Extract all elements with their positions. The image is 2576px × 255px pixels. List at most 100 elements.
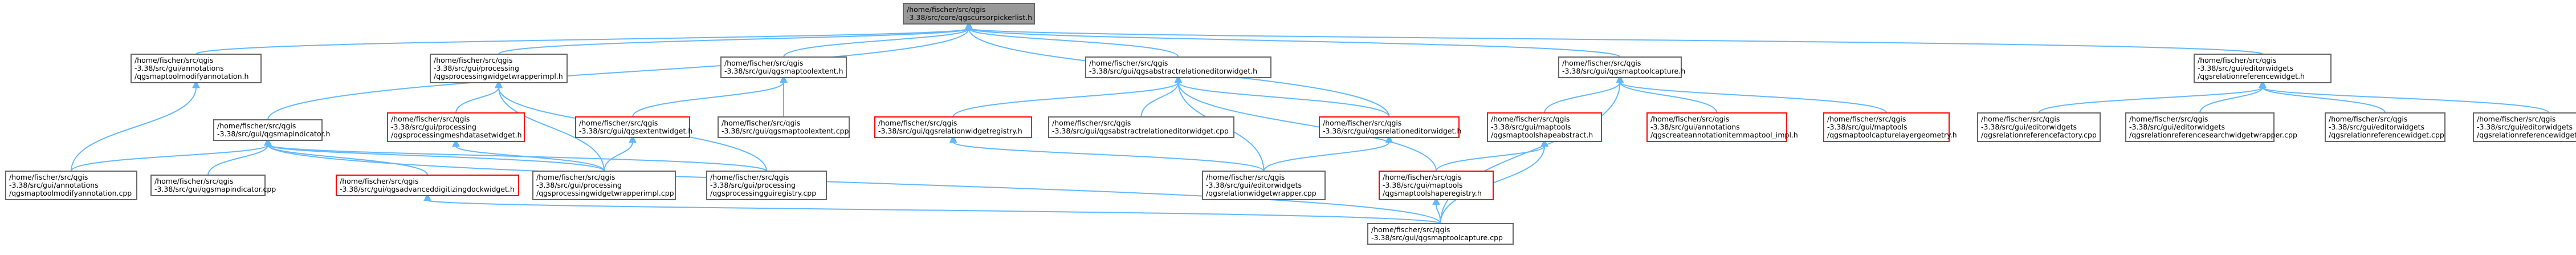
graph-node[interactable]: /home/fischer/src/qgis-3.38/src/gui/proc… [706, 171, 827, 200]
node-label-line: -3.38/src/gui/qgsmaptoolcapture.cpp [1371, 233, 1503, 242]
node-label-line: -3.38/src/gui/qgsextentwidget.h [579, 127, 692, 135]
graph-node[interactable]: /home/fischer/src/qgis-3.38/src/gui/qgse… [575, 116, 692, 138]
node-box [131, 54, 262, 83]
node-label-line: /qgsprocessingmeshdatasetwidget.h [391, 131, 522, 139]
node-label-line: /home/fischer/src/qgis [536, 173, 615, 181]
root-node[interactable]: /home/fischer/src/qgis-3.38/src/core/qgs… [903, 3, 1035, 25]
edge-n4-n12 [1140, 75, 1183, 118]
node-label-line: -3.38/src/gui/editorwidgets [1206, 181, 1302, 189]
node-box [2325, 112, 2445, 142]
node-label-line: -3.38/src/gui/maptools [1827, 123, 1907, 131]
node-label-line: /home/fischer/src/qgis [1981, 115, 2060, 123]
edge-n4-n27 [1174, 75, 1437, 172]
node-label-line: /home/fischer/src/qgis [1089, 59, 1168, 67]
node-label-line: /home/fischer/src/qgis [907, 5, 985, 14]
node-label-line: -3.38/src/gui/qgsadvanceddigitizingdockw… [340, 185, 515, 193]
node-box [720, 56, 847, 78]
node-label-line: -3.38/src/gui/annotations [1650, 123, 1740, 131]
node-label-line: /qgsrelationreferencewidget.cpp [2329, 131, 2444, 139]
graph-node[interactable]: /home/fischer/src/qgis-3.38/src/gui/edit… [2125, 112, 2297, 142]
node-label-line: /home/fischer/src/qgis [2329, 115, 2407, 123]
node-box [150, 175, 266, 196]
edge-n5-n15 [1616, 75, 1718, 114]
graph-node[interactable]: /home/fischer/src/qgis-3.38/src/gui/qgsa… [1085, 56, 1271, 78]
node-box [874, 116, 1032, 138]
node-label-line: /home/fischer/src/qgis [1371, 225, 1450, 234]
graph-node[interactable]: /home/fischer/src/qgis-3.38/src/gui/mapt… [1487, 112, 1602, 142]
edge-n7-n23 [264, 137, 428, 176]
node-label-line: /qgsrelationwidgetwrapper.cpp [1206, 189, 1316, 197]
graph-node[interactable]: /home/fischer/src/qgis-3.38/src/gui/edit… [2325, 112, 2445, 142]
graph-node[interactable]: /home/fischer/src/qgis-3.38/src/gui/qgsm… [1558, 56, 1685, 78]
graph-node[interactable]: /home/fischer/src/qgis-3.38/src/gui/qgsa… [336, 175, 519, 196]
node-label-line: /qgsmaptoolcapturelayergeometry.h [1827, 131, 1957, 139]
graph-node[interactable]: /home/fischer/src/qgis-3.38/src/gui/qgsm… [1367, 223, 1514, 245]
node-box [213, 119, 323, 141]
node-label-line: /qgsrelationreferencewidget.h [2198, 72, 2305, 80]
node-label-line: -3.38/src/gui/editorwidgets [2329, 123, 2424, 131]
edge-n6-n20 [2259, 80, 2550, 114]
graph-node[interactable]: /home/fischer/src/qgis-3.38/src/gui/edit… [2473, 112, 2576, 142]
edge-n6-n17 [2038, 80, 2267, 114]
edge-root-n1 [195, 21, 973, 55]
edge-n5-n14 [1544, 75, 1624, 114]
node-label-line: -3.38/src/gui/qgsabstractrelationeditorw… [1052, 127, 1229, 135]
graph-node[interactable]: /home/fischer/src/qgis-3.38/src/gui/proc… [387, 112, 525, 142]
graph-node[interactable]: /home/fischer/src/qgis-3.38/src/gui/edit… [1977, 112, 2101, 142]
node-label-line: /qgsrelationreferencewidgetwrapper.cpp [2477, 131, 2576, 139]
node-label-line: /home/fischer/src/qgis [722, 119, 800, 127]
graph-node[interactable]: /home/fischer/src/qgis-3.38/src/gui/qgsm… [718, 116, 850, 138]
node-label-line: -3.38/src/gui/processing [710, 181, 796, 189]
node-box [1646, 112, 1787, 142]
edge-n7-n28 [264, 137, 1441, 224]
graph-node[interactable]: /home/fischer/src/qgis-3.38/src/gui/qgsa… [1048, 116, 1234, 138]
graph-node[interactable]: /home/fischer/src/qgis-3.38/src/gui/anno… [1646, 112, 1798, 142]
edge-root-n3 [783, 21, 973, 58]
node-label-line: /home/fischer/src/qgis [579, 119, 658, 127]
node-label-line: /home/fischer/src/qgis [391, 115, 470, 123]
edge-n6-n19 [2259, 80, 2386, 114]
nodes-layer: /home/fischer/src/qgis-3.38/src/core/qgs… [5, 3, 2576, 245]
node-label-line: /home/fischer/src/qgis [1491, 115, 1570, 123]
graph-node[interactable]: /home/fischer/src/qgis-3.38/src/gui/mapt… [1379, 171, 1494, 200]
node-label-line: /qgsprocessingwidgetwrapperimpl.h [434, 72, 563, 80]
node-label-line: /qgsrelationreferencefactory.cpp [1981, 131, 2097, 139]
node-label-line: /home/fischer/src/qgis [2477, 115, 2555, 123]
edge-n2-n24 [495, 80, 605, 172]
graph-node[interactable]: /home/fischer/src/qgis-3.38/src/gui/qgsm… [150, 175, 276, 196]
node-label-line: -3.38/src/gui/annotations [134, 64, 224, 72]
node-label-line: /qgsmaptoolshaperegistry.h [1383, 189, 1482, 197]
node-label-line: -3.38/src/gui/qgsrelationeditorwidget.h [1323, 127, 1461, 135]
graph-node[interactable]: /home/fischer/src/qgis-3.38/src/gui/qgsm… [720, 56, 847, 78]
node-label-line: /home/fischer/src/qgis [1383, 173, 1461, 181]
edge-n5-n28 [1440, 75, 1624, 224]
node-label-line: /home/fischer/src/qgis [724, 59, 803, 67]
graph-node[interactable]: /home/fischer/src/qgis-3.38/src/gui/mapt… [1823, 112, 1957, 142]
node-label-line: /qgsprocessingguiregistry.cpp [710, 189, 816, 197]
graph-node[interactable]: /home/fischer/src/qgis-3.38/src/gui/proc… [430, 54, 568, 83]
node-box [430, 54, 568, 83]
node-box [5, 171, 137, 200]
node-box [706, 171, 827, 200]
node-label-line: /home/fischer/src/qgis [154, 177, 233, 185]
graph-node[interactable]: /home/fischer/src/qgis-3.38/src/gui/anno… [131, 54, 262, 83]
node-box [1367, 223, 1514, 245]
node-label-line: /home/fischer/src/qgis [217, 122, 296, 130]
graph-node[interactable]: /home/fischer/src/qgis-3.38/src/gui/qgsr… [874, 116, 1032, 138]
edge-n11-n26 [949, 135, 1265, 172]
node-box [1558, 56, 1682, 78]
node-box [1487, 112, 1602, 142]
edge-n7-n21 [71, 137, 272, 172]
graph-node[interactable]: /home/fischer/src/qgis-3.38/src/gui/qgsr… [1319, 116, 1461, 138]
edge-n4-n13 [1174, 75, 1390, 118]
graph-node[interactable]: /home/fischer/src/qgis-3.38/src/gui/qgsm… [213, 119, 330, 141]
node-label-line: /home/fischer/src/qgis [1206, 173, 1285, 181]
graph-node[interactable]: /home/fischer/src/qgis-3.38/src/gui/proc… [532, 171, 676, 200]
node-label-line: /qgsmaptoolshapeabstract.h [1491, 131, 1593, 139]
graph-node[interactable]: /home/fischer/src/qgis-3.38/src/gui/edit… [2194, 54, 2332, 83]
node-label-line: /home/fischer/src/qgis [1052, 119, 1131, 127]
edge-n1-n21 [71, 80, 200, 172]
graph-node[interactable]: /home/fischer/src/qgis-3.38/src/gui/edit… [1202, 171, 1326, 200]
graph-node[interactable]: /home/fischer/src/qgis-3.38/src/gui/anno… [5, 171, 137, 200]
